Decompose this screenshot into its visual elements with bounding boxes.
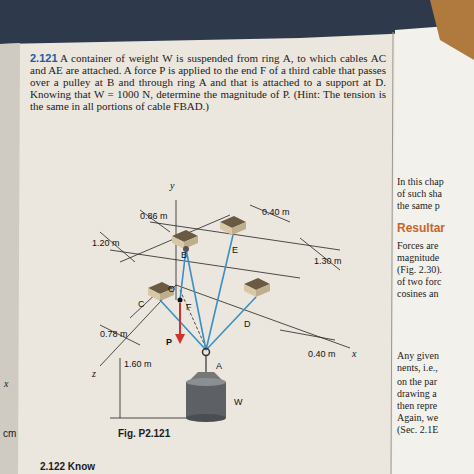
left-page xyxy=(0,43,20,474)
text-label: 1.20 m xyxy=(92,239,120,249)
text-label: magnitude xyxy=(397,252,439,263)
ceiling-grid xyxy=(100,200,350,418)
container-bottom xyxy=(186,414,226,422)
text-label: the same p xyxy=(397,200,440,211)
text-label: O xyxy=(168,285,175,295)
text-label: z xyxy=(92,368,96,379)
text-label: C xyxy=(138,300,145,310)
text-label: E xyxy=(232,246,238,256)
text-label: 0.78 m xyxy=(100,330,128,340)
container-top xyxy=(186,378,226,386)
text-label: Forces are xyxy=(397,240,438,251)
text-label: x xyxy=(4,378,8,389)
text-label: Any given xyxy=(397,350,439,361)
end-point xyxy=(178,298,183,303)
vertical-projection xyxy=(180,290,206,348)
text-label: x xyxy=(352,348,356,359)
text-label: P xyxy=(166,338,172,348)
text-label: nents, i.e., xyxy=(397,362,438,373)
text-label: 0.40 m xyxy=(308,350,336,360)
force-arrowhead xyxy=(175,334,185,344)
page-gutter xyxy=(391,32,393,474)
text-label: Again, we xyxy=(397,412,438,423)
ring xyxy=(203,349,210,356)
container xyxy=(186,382,226,418)
text-label: 2.121 xyxy=(30,52,58,64)
text-label: 2.122 Know xyxy=(40,461,95,472)
text-label: (Fig. 2.30). xyxy=(397,264,442,275)
text-label: y xyxy=(170,180,174,191)
text-label: (Sec. 2.1E xyxy=(397,424,438,435)
text-label: Resultar xyxy=(397,222,445,235)
text-label: F xyxy=(186,303,192,313)
text-label: A xyxy=(216,362,222,372)
text-label: 0.86 m xyxy=(140,212,168,222)
background-object xyxy=(430,0,474,60)
text-label: 1.60 m xyxy=(124,360,152,370)
text-label: D xyxy=(244,320,251,330)
text-label: W xyxy=(234,398,243,408)
figure-caption: Fig. P2.121 xyxy=(118,428,170,439)
cables xyxy=(160,235,256,350)
text-label: B xyxy=(181,251,187,261)
text-label: of such sha xyxy=(397,188,442,199)
text-label: drawing a xyxy=(397,388,437,399)
text-label: then repre xyxy=(397,400,437,411)
text-label: In this chap xyxy=(397,176,444,187)
text-label: 1.30 m xyxy=(314,257,342,267)
facing-page xyxy=(392,24,474,474)
supports xyxy=(148,216,270,301)
text-label: of two forc xyxy=(397,276,441,287)
text-label: cosines an xyxy=(397,288,438,299)
problem-text: A container of weight W is suspended fro… xyxy=(30,52,386,112)
hook xyxy=(205,355,206,372)
text-label: on the par xyxy=(397,376,437,387)
text-label: 0.40 m xyxy=(262,208,290,218)
text-label: cm xyxy=(3,428,16,439)
force-arrow xyxy=(179,303,181,336)
